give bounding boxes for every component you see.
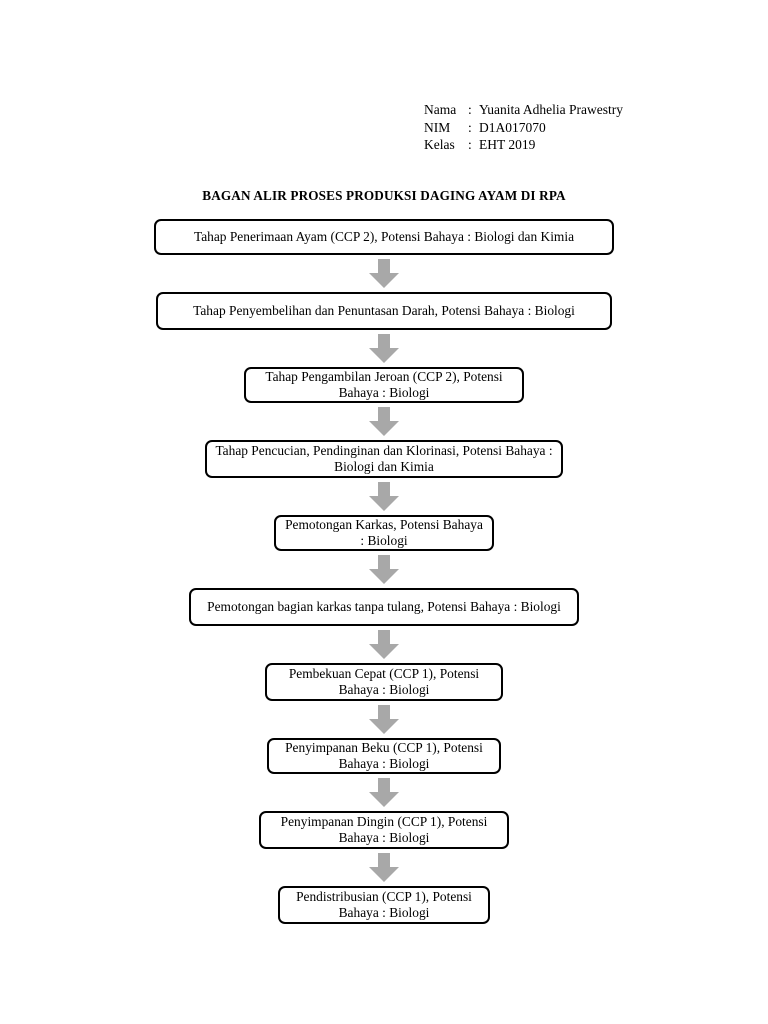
flow-arrow-down-icon <box>368 259 400 289</box>
flow-arrow-down-icon <box>368 334 400 364</box>
identity-row: NIM: D1A017070 <box>424 119 623 137</box>
identity-row: Kelas: EHT 2019 <box>424 136 623 154</box>
flow-node: Tahap Penerimaan Ayam (CCP 2), Potensi B… <box>154 219 614 255</box>
identity-label: Kelas <box>424 137 455 152</box>
flow-node-label: Pemotongan Karkas, Potensi Bahaya : Biol… <box>285 516 483 549</box>
flow-node: Pembekuan Cepat (CCP 1), Potensi Bahaya … <box>265 663 503 701</box>
flow-arrow-down-icon <box>368 407 400 437</box>
flow-node-label: Pembekuan Cepat (CCP 1), Potensi Bahaya … <box>288 665 480 698</box>
flow-node: Tahap Penyembelihan dan Penuntasan Darah… <box>156 292 612 330</box>
flow-node: Tahap Pencucian, Pendinginan dan Klorina… <box>205 440 563 478</box>
flow-node: Pemotongan bagian karkas tanpa tulang, P… <box>189 588 579 626</box>
identity-colon: : <box>468 119 472 135</box>
identity-value: EHT 2019 <box>479 137 536 152</box>
identity-row: Nama: Yuanita Adhelia Prawestry <box>424 101 623 119</box>
flow-node-label: Tahap Penerimaan Ayam (CCP 2), Potensi B… <box>193 228 575 244</box>
flow-node: Penyimpanan Beku (CCP 1), Potensi Bahaya… <box>267 738 501 774</box>
identity-label: NIM <box>424 119 451 135</box>
identity-colon: : <box>468 137 472 152</box>
flow-node-label: Penyimpanan Beku (CCP 1), Potensi Bahaya… <box>285 739 483 772</box>
flow-arrow-down-icon <box>368 630 400 660</box>
flow-arrow-down-icon <box>368 482 400 512</box>
flow-node-label: Pemotongan bagian karkas tanpa tulang, P… <box>207 598 561 614</box>
flow-node: Tahap Pengambilan Jeroan (CCP 2), Potens… <box>244 367 524 403</box>
flow-arrow-down-icon <box>368 853 400 883</box>
flow-node: Penyimpanan Dingin (CCP 1), Potensi Baha… <box>259 811 509 849</box>
identity-value: D1A017070 <box>479 119 546 135</box>
identity-label: Nama <box>424 102 457 117</box>
flow-node-label: Tahap Penyembelihan dan Penuntasan Darah… <box>193 302 575 318</box>
flow-node-label: Pendistribusian (CCP 1), Potensi Bahaya … <box>296 888 472 921</box>
identity-colon: : <box>468 102 472 117</box>
flow-arrow-down-icon <box>368 555 400 585</box>
flow-node-label: Penyimpanan Dingin (CCP 1), Potensi Baha… <box>280 813 488 846</box>
flow-node-label: Tahap Pencucian, Pendinginan dan Klorina… <box>215 442 553 475</box>
identity-value: Yuanita Adhelia Prawestry <box>479 102 623 117</box>
flow-node: Pendistribusian (CCP 1), Potensi Bahaya … <box>278 886 490 924</box>
flowchart: Tahap Penerimaan Ayam (CCP 2), Potensi B… <box>0 219 768 924</box>
page-title: BAGAN ALIR PROSES PRODUKSI DAGING AYAM D… <box>202 188 566 203</box>
flow-arrow-down-icon <box>368 705 400 735</box>
flow-arrow-down-icon <box>368 778 400 808</box>
flow-node: Pemotongan Karkas, Potensi Bahaya : Biol… <box>274 515 494 551</box>
flow-node-label: Tahap Pengambilan Jeroan (CCP 2), Potens… <box>265 368 503 401</box>
